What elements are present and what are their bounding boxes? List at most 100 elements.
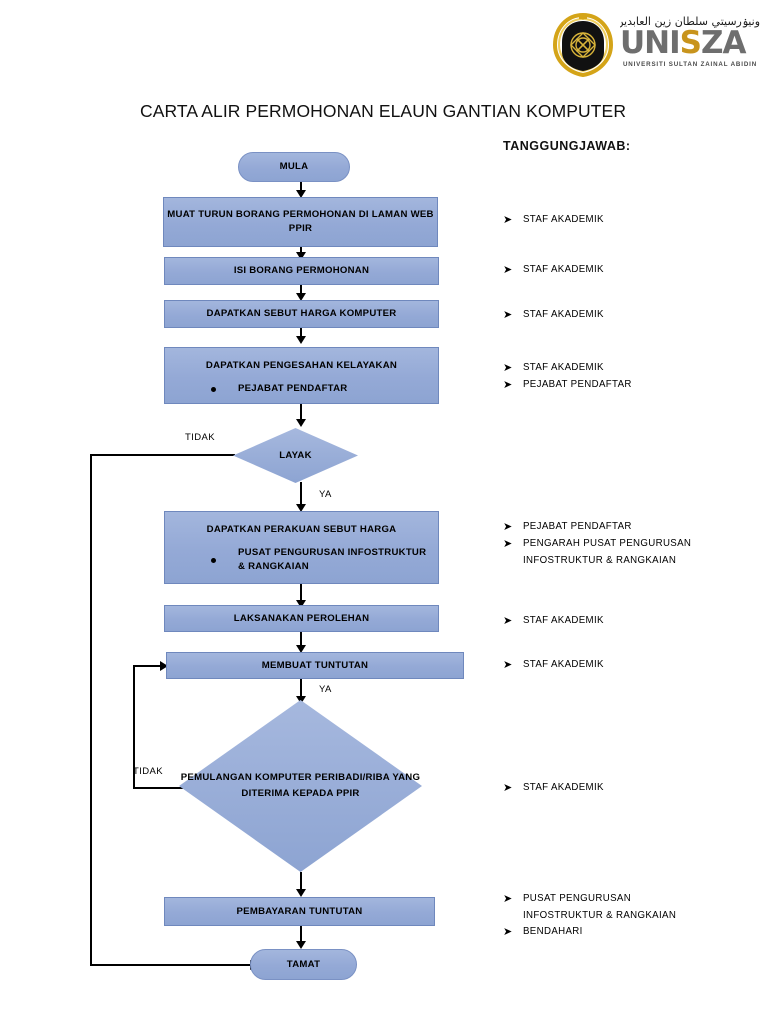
arrowhead-quote bbox=[296, 293, 306, 301]
node-end-label: TAMAT bbox=[286, 958, 321, 970]
edge-label-pemulangan-no: TIDAK bbox=[133, 766, 163, 777]
connector-layak-no-vertical bbox=[90, 454, 92, 966]
responsibility-group-6: ➤ STAF AKADEMIK bbox=[503, 613, 604, 630]
jawi-script: ونيۏرسيتي سلطان زين العابدين bbox=[620, 15, 760, 28]
page-title: CARTA ALIR PERMOHONAN ELAUN GANTIAN KOMP… bbox=[140, 101, 627, 121]
bullet-icon bbox=[211, 557, 216, 563]
responsibility-label: STAF AKADEMIK bbox=[523, 264, 604, 275]
connector-pemulangan-no-vertical bbox=[133, 665, 135, 789]
arrow-bullet-icon: ➤ bbox=[503, 214, 513, 226]
responsibility-label: PENGARAH PUSAT PENGURUSAN bbox=[523, 538, 692, 549]
node-end[interactable]: TAMAT bbox=[250, 949, 357, 980]
arrowhead-pemulangan-no-tuntutan bbox=[160, 661, 168, 671]
arrow-bullet-icon: ➤ bbox=[503, 615, 513, 627]
edge-label-layak-no: TIDAK bbox=[185, 432, 215, 443]
responsibility-group-5: ➤ PEJABAT PENDAFTAR ➤ PENGARAH PUSAT PEN… bbox=[503, 519, 691, 569]
node-perakuan-sub: PUSAT PENGURUSAN INFOSTRUKTUR & RANGKAIA… bbox=[165, 546, 438, 574]
responsibility-group-4: ➤ STAF AKADEMIK ➤ PEJABAT PENDAFTAR bbox=[503, 360, 632, 394]
node-decision-layak[interactable]: LAYAK bbox=[233, 428, 358, 483]
node-download-label: MUAT TURUN BORANG PERMOHONAN DI LAMAN WE… bbox=[167, 209, 434, 234]
responsibility-header: TANGGUNGJAWAB: bbox=[503, 139, 631, 153]
node-download[interactable]: MUAT TURUN BORANG PERMOHONAN DI LAMAN WE… bbox=[163, 197, 438, 247]
node-quote[interactable]: DAPATKAN SEBUT HARGA KOMPUTER bbox=[164, 300, 439, 328]
arrow-bullet-icon: ➤ bbox=[503, 379, 513, 391]
unisza-wordmark: ونيۏرسيتي سلطان زين العابدين UNISZA UNIV… bbox=[620, 14, 760, 76]
responsibility-label: STAF AKADEMIK bbox=[523, 362, 604, 373]
arrow-bullet-icon: ➤ bbox=[503, 782, 513, 794]
responsibility-group-2: ➤ STAF AKADEMIK bbox=[503, 262, 604, 279]
responsibility-item: ➤ STAF AKADEMIK bbox=[503, 360, 632, 376]
unisza-crest-icon bbox=[550, 12, 616, 78]
responsibility-label: STAF AKADEMIK bbox=[523, 309, 604, 320]
arrow-bullet-icon: ➤ bbox=[503, 521, 513, 533]
arrowhead-layak bbox=[296, 419, 306, 427]
connector-pemulangan-no-to-tuntutan bbox=[133, 665, 165, 667]
responsibility-label: STAF AKADEMIK bbox=[523, 214, 604, 225]
diamond-shape-pemulangan bbox=[179, 700, 422, 872]
node-bayaran-label: PEMBAYARAN TUNTUTAN bbox=[236, 905, 363, 917]
responsibility-label: STAF AKADEMIK bbox=[523, 615, 604, 626]
connector-verify-layak bbox=[300, 403, 302, 421]
node-start[interactable]: MULA bbox=[238, 152, 350, 182]
arrowhead-verify bbox=[296, 336, 306, 344]
responsibility-label: STAF AKADEMIK bbox=[523, 782, 604, 793]
edge-label-layak-yes: YA bbox=[319, 489, 332, 500]
responsibility-item: ➤ STAF AKADEMIK bbox=[503, 307, 604, 323]
connector-tuntutan-pemulangan bbox=[300, 679, 302, 699]
arrow-bullet-icon: ➤ bbox=[503, 264, 513, 276]
edge-label-pemulangan-yes: YA bbox=[319, 684, 332, 695]
node-perakuan-label: DAPATKAN PERAKUAN SEBUT HARGA bbox=[206, 524, 397, 535]
responsibility-continuation: INFOSTRUKTUR & RANGKAIAN bbox=[523, 910, 677, 921]
node-start-label: MULA bbox=[279, 161, 309, 173]
connector-pemulangan-bayaran bbox=[300, 872, 302, 893]
node-tuntutan-label: MEMBUAT TUNTUTAN bbox=[261, 659, 369, 671]
connector-layak-no-horizontal bbox=[90, 454, 235, 456]
responsibility-group-3: ➤ STAF AKADEMIK bbox=[503, 307, 604, 324]
responsibility-item: ➤ STAF AKADEMIK bbox=[503, 780, 604, 796]
responsibility-group-8: ➤ STAF AKADEMIK bbox=[503, 780, 604, 797]
node-fill[interactable]: ISI BORANG PERMOHONAN bbox=[164, 257, 439, 285]
arrowhead-fill bbox=[296, 252, 306, 260]
arrowhead-download bbox=[296, 190, 306, 198]
connector-pemulangan-no-horizontal bbox=[133, 787, 223, 789]
arrow-bullet-icon: ➤ bbox=[503, 893, 513, 905]
node-verify-sub-label: PEJABAT PENDAFTAR bbox=[238, 382, 348, 394]
arrowhead-perakuan bbox=[296, 504, 306, 512]
responsibility-continuation: INFOSTRUKTUR & RANGKAIAN bbox=[523, 555, 677, 566]
responsibility-item: ➤ STAF AKADEMIK bbox=[503, 613, 604, 629]
node-fill-label: ISI BORANG PERMOHONAN bbox=[233, 265, 370, 277]
connector-layak-no-to-end bbox=[90, 964, 255, 966]
arrowhead-perolehan bbox=[296, 600, 306, 608]
responsibility-item: ➤ PEJABAT PENDAFTAR bbox=[503, 377, 632, 393]
unisza-logo: ونيۏرسيتي سلطان زين العابدين UNISZA UNIV… bbox=[548, 8, 760, 84]
connector-start-download bbox=[300, 181, 302, 194]
node-bayaran[interactable]: PEMBAYARAN TUNTUTAN bbox=[164, 897, 435, 926]
diamond-shape-layak bbox=[233, 428, 358, 483]
node-perakuan[interactable]: DAPATKAN PERAKUAN SEBUT HARGA PUSAT PENG… bbox=[164, 511, 439, 584]
node-verify[interactable]: DAPATKAN PENGESAHAN KELAYAKAN PEJABAT PE… bbox=[164, 347, 439, 404]
arrow-bullet-icon: ➤ bbox=[503, 362, 513, 374]
connector-fill-quote bbox=[300, 284, 302, 296]
arrowhead-pemulangan bbox=[296, 696, 306, 704]
unisza-subtitle: UNIVERSITI SULTAN ZAINAL ABIDIN bbox=[622, 61, 758, 68]
node-quote-label: DAPATKAN SEBUT HARGA KOMPUTER bbox=[206, 308, 397, 320]
node-tuntutan[interactable]: MEMBUAT TUNTUTAN bbox=[166, 652, 464, 679]
responsibility-label: BENDAHARI bbox=[523, 926, 583, 937]
responsibility-item: ➤ PENGARAH PUSAT PENGURUSAN bbox=[503, 536, 691, 552]
connector-bayaran-end bbox=[300, 926, 302, 944]
node-verify-label: DAPATKAN PENGESAHAN KELAYAKAN bbox=[205, 360, 398, 371]
bullet-icon bbox=[211, 386, 216, 392]
responsibility-item: ➤ BENDAHARI bbox=[503, 924, 676, 940]
responsibility-label: PEJABAT PENDAFTAR bbox=[523, 379, 632, 390]
responsibility-label: STAF AKADEMIK bbox=[523, 659, 604, 670]
node-perolehan[interactable]: LAKSANAKAN PEROLEHAN bbox=[164, 605, 439, 632]
arrowhead-end bbox=[296, 941, 306, 949]
connector-perolehan-tuntutan bbox=[300, 632, 302, 646]
node-decision-pemulangan[interactable]: PEMULANGAN KOMPUTER PERIBADI/RIBA YANG D… bbox=[179, 700, 422, 872]
responsibility-item: ➤ PUSAT PENGURUSAN bbox=[503, 891, 676, 907]
responsibility-group-9: ➤ PUSAT PENGURUSAN INFOSTRUKTUR & RANGKA… bbox=[503, 891, 676, 941]
connector-quote-verify bbox=[300, 327, 302, 339]
arrow-bullet-icon: ➤ bbox=[503, 538, 513, 550]
node-verify-sub: PEJABAT PENDAFTAR bbox=[165, 382, 438, 396]
